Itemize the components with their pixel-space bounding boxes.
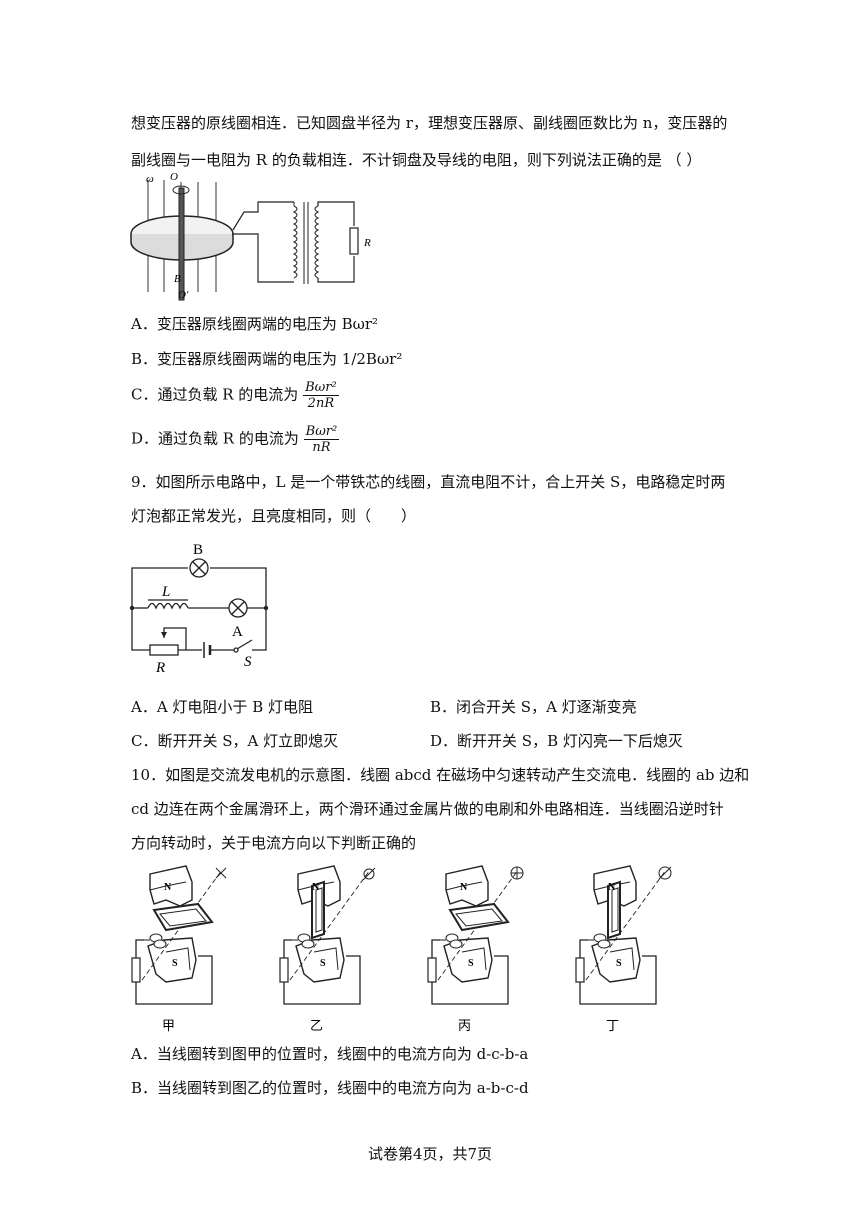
q10-option-b: B．当线圈转到图乙的位置时，线圈中的电流方向为 a-b-c-d xyxy=(131,1079,529,1097)
q9-switch-icon xyxy=(236,639,253,650)
q8-option-d-text: D．通过负载 R 的电流为 xyxy=(131,429,299,448)
q10-text-line3: 方向转动时，关于电流方向以下判断正确的 xyxy=(131,834,417,852)
q8-label-r: R xyxy=(363,237,371,249)
q10-figure-bing xyxy=(427,865,524,1005)
q10-label-s-3: S xyxy=(468,958,474,969)
q8-text-line1: 想变压器的原线圈相连．已知圆盘半径为 r，理想变压器原、副线圈匝数比为 n，变压… xyxy=(131,114,728,132)
q10-text-line1: 10．如图是交流发电机的示意图．线圈 abcd 在磁场中匀速转动产生交流电．线圈… xyxy=(131,766,750,784)
q9-option-b: B．闭合开关 S，A 灯逐渐变亮 xyxy=(430,698,637,716)
q8-option-c: C．通过负载 R 的电流为 Bωr² 2nR xyxy=(131,380,339,411)
q10-option-a: A．当线圈转到图甲的位置时，线圈中的电流方向为 d-c-b-a xyxy=(131,1045,529,1063)
q8-disk-transformer-figure: ω O B O′ R xyxy=(130,172,371,301)
q8-option-c-numerator: Bωr² xyxy=(303,380,339,396)
q8-label-b: B xyxy=(174,273,181,285)
q9-text-line1: 9．如图所示电路中，L 是一个带铁芯的线圈，直流电阻不计，合上开关 S，电路稳定… xyxy=(131,473,726,491)
q10-figure-ding xyxy=(575,865,672,1005)
q10-caption-yi: 乙 xyxy=(310,1018,323,1033)
q8-option-c-fraction: Bωr² 2nR xyxy=(303,380,339,411)
q9-bulb-b-icon xyxy=(189,558,209,578)
q8-text-line2: 副线圈与一电阻为 R 的负载相连．不计铜盘及导线的电阻，则下列说法正确的是 （ … xyxy=(131,151,702,169)
q9-label-r: R xyxy=(155,660,165,675)
q10-figure-jia xyxy=(131,865,227,1005)
q9-label-s: S xyxy=(244,654,252,670)
q10-label-n-3: N xyxy=(460,882,468,893)
q9-rheostat-icon xyxy=(149,644,179,656)
q9-option-c: C．断开开关 S，A 灯立即熄灭 xyxy=(131,732,339,750)
q8-option-b: B．变压器原线圈两端的电压为 1/2Bωr² xyxy=(131,350,403,368)
q10-figure-yi xyxy=(279,865,376,1005)
q8-label-omega: ω xyxy=(146,173,154,185)
q9-text-line2: 灯泡都正常发光，且亮度相同，则（ ） xyxy=(131,507,417,525)
q8-option-a: A．变压器原线圈两端的电压为 Bωr² xyxy=(131,315,379,333)
q8-option-d-denominator: nR xyxy=(312,440,331,455)
q10-label-n-1: N xyxy=(164,882,172,893)
q8-option-d-numerator: Bωr² xyxy=(303,424,340,440)
q10-text-line2: cd 边连在两个金属滑环上，两个滑环通过金属片做的电刷和外电路相连．当线圈沿逆时… xyxy=(131,800,724,818)
q8-resistor-icon xyxy=(349,227,359,255)
q9-label-l: L xyxy=(161,584,170,600)
q8-label-o-bottom: O′ xyxy=(178,289,189,301)
q8-option-c-denominator: 2nR xyxy=(307,396,335,411)
q8-option-c-text: C．通过负载 R 的电流为 xyxy=(131,385,299,404)
q10-caption-jia: 甲 xyxy=(162,1018,175,1033)
q8-option-d-fraction: Bωr² nR xyxy=(303,424,340,455)
q10-label-n-2: N xyxy=(312,882,320,893)
q9-option-a: A．A 灯电阻小于 B 灯电阻 xyxy=(131,698,313,716)
q8-option-d: D．通过负载 R 的电流为 Bωr² nR xyxy=(131,424,340,455)
q9-label-b: B xyxy=(193,542,203,558)
q8-label-o-top: O xyxy=(170,172,178,183)
q9-inductor-icon xyxy=(147,602,189,610)
q10-caption-ding: 丁 xyxy=(606,1018,619,1033)
q10-label-s-4: S xyxy=(616,958,622,969)
q9-circuit-figure: B L A R S xyxy=(129,542,269,675)
q10-caption-bing: 丙 xyxy=(458,1018,471,1033)
q10-generator-figures: N N N N S S S S 甲 乙 丙 丁 xyxy=(131,865,672,1033)
q10-label-n-4: N xyxy=(608,882,616,893)
q9-option-d: D．断开开关 S，B 灯闪亮一下后熄灭 xyxy=(430,732,683,750)
page-footer: 试卷第4页，共7页 xyxy=(367,1145,493,1163)
q9-label-a: A xyxy=(232,624,243,640)
q10-label-s-2: S xyxy=(320,958,326,969)
q10-label-s-1: S xyxy=(172,958,178,969)
